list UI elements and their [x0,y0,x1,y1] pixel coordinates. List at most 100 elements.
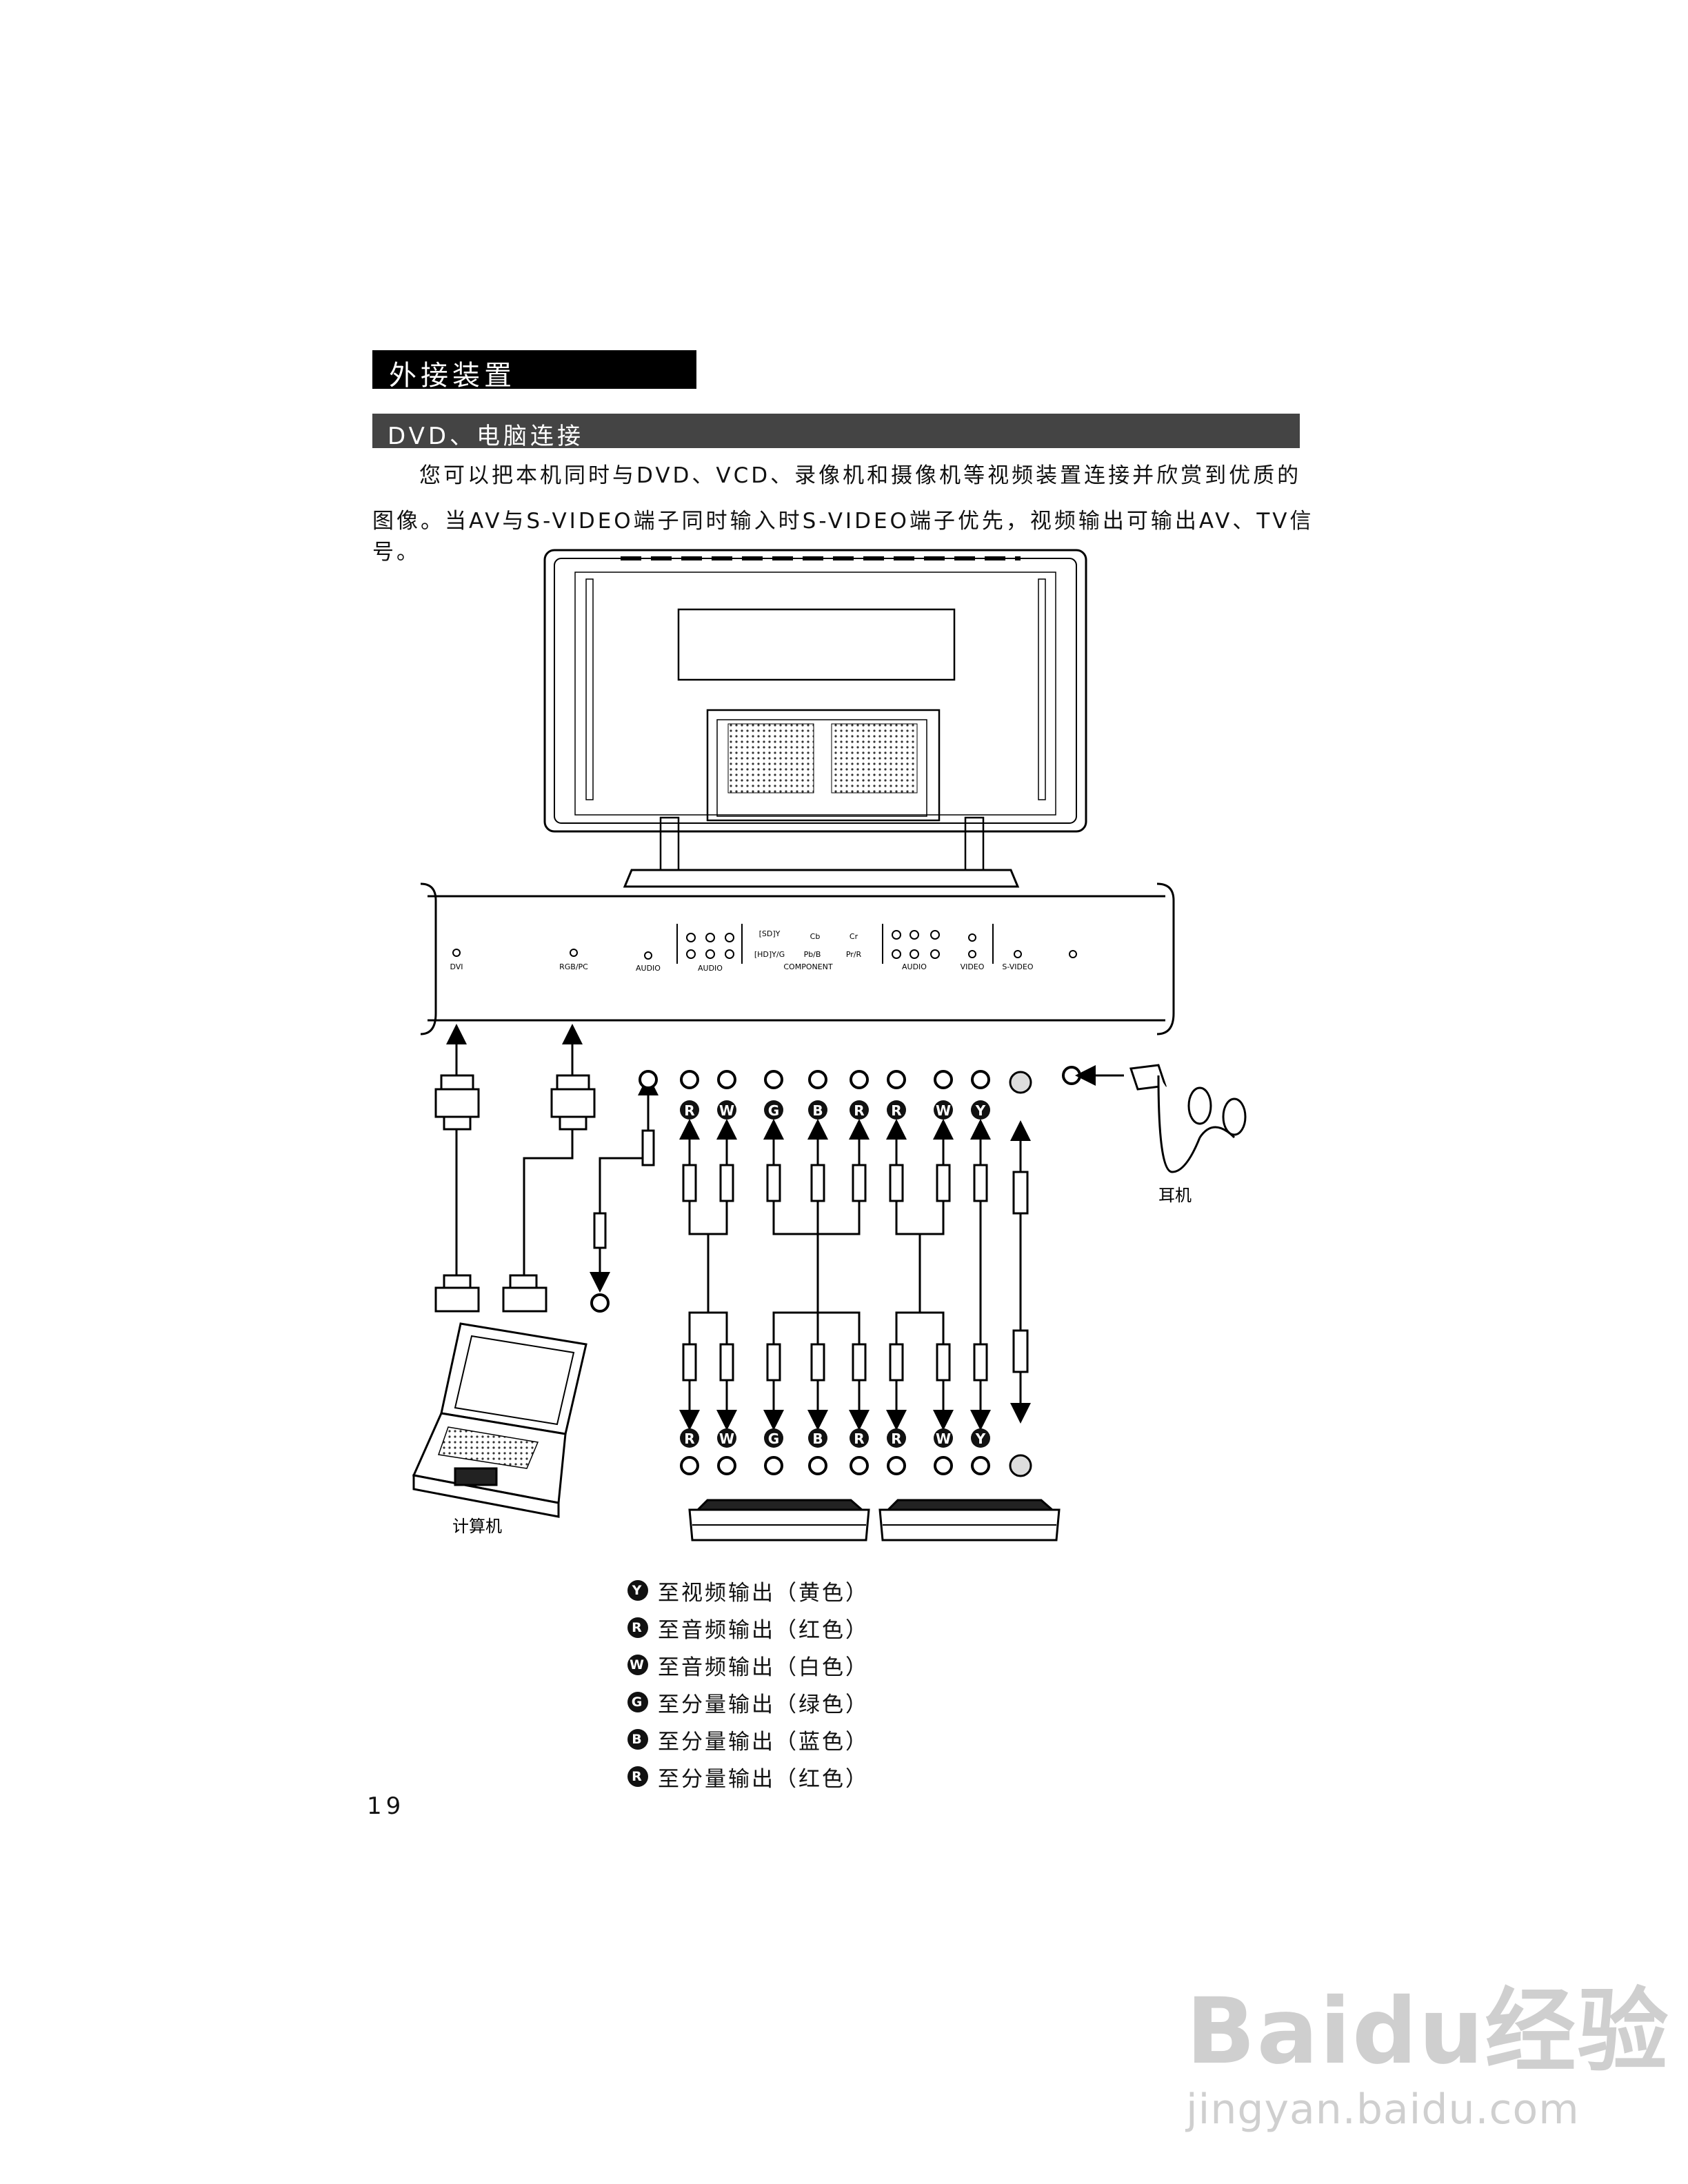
panel-label-pb-b: Pb/B [804,950,821,959]
rca-jack-top [719,1071,735,1088]
legend-badge: G [627,1692,648,1712]
rca-plug-bottom [721,1344,733,1380]
rca-jack-top [810,1071,826,1088]
panel-label-cr: Cr [850,932,858,941]
rca-jack-bottom [972,1457,989,1474]
connector-panel: DVI RGB/PC AUDIO AUDIO [SD]Y Cb Cr [HD]Y… [421,884,1174,1034]
audio-jack-bottom [592,1295,608,1311]
headphones-illustration [1063,1065,1245,1172]
rca-plug-bottom [937,1344,950,1380]
jack-letter-top: B [812,1102,823,1119]
rca-jack-bottom [810,1457,826,1474]
rca-plug-top [683,1165,696,1201]
rca-plug-bottom [767,1344,780,1380]
legend-row: R 至音频输出（红色） [627,1609,869,1646]
panel-label-sd-y: [SD]Y [759,929,781,938]
legend-row: G 至分量输出（绿色） [627,1684,869,1721]
rca-plug-top [974,1165,987,1201]
rca-jack-top [681,1071,698,1088]
legend-text: 至分量输出（绿色） [658,1687,869,1718]
panel-label-video: VIDEO [961,962,985,971]
panel-label-rgb-pc: RGB/PC [559,962,588,971]
jack-letter-bottom: R [854,1430,864,1447]
rca-jack-top [935,1071,952,1088]
legend-text: 至音频输出（白色） [658,1650,869,1681]
watermark-brand: Baidu经验 [1186,1958,1669,2090]
legend-badge: Y [627,1580,648,1601]
rca-plug-top [721,1165,733,1201]
headphones-label: 耳机 [1158,1186,1192,1205]
rca-jack-bottom [719,1457,735,1474]
rca-plug-top [853,1165,865,1201]
jack-letter-top: R [854,1102,864,1119]
legend-row: R 至分量输出（红色） [627,1758,869,1795]
legend-row: Y 至视频输出（黄色） [627,1572,869,1609]
panel-label-audio-2: AUDIO [698,964,723,973]
legend-text: 至视频输出（黄色） [658,1575,869,1606]
rca-plug-bottom [683,1344,696,1380]
rca-jack-top [888,1071,905,1088]
legend-row: B 至分量输出（蓝色） [627,1721,869,1758]
rca-plug-bottom [974,1344,987,1380]
jack-letter-top: R [891,1102,901,1119]
jack-letter-top: Y [975,1102,986,1119]
rca-jack-bottom [888,1457,905,1474]
jack-letter-top: W [936,1102,951,1119]
rca-jack-bottom [935,1457,952,1474]
legend-row: W 至音频输出（白色） [627,1646,869,1684]
jack-letter-bottom: R [684,1430,694,1447]
panel-label-pr-r: Pr/R [846,950,862,959]
legend-badge: W [627,1655,648,1675]
rca-plug-top [812,1165,824,1201]
jack-letter-top: R [684,1102,694,1119]
rca-plug-top [937,1165,950,1201]
page-number: 19 [367,1792,405,1820]
rca-plug-top [767,1165,780,1201]
pc-cables [436,1034,654,1311]
color-legend: Y 至视频输出（黄色） R 至音频输出（红色） W 至音频输出（白色） G 至分量输出（绿色）… [627,1572,869,1795]
svideo-cable [1010,1072,1031,1476]
rca-jack-bottom [681,1457,698,1474]
rca-plug-top [890,1165,903,1201]
jack-letter-top: G [768,1102,779,1119]
jack-letter-bottom: W [936,1430,951,1447]
rca-jack-bottom [851,1457,867,1474]
rca-cable-bundle [896,1201,943,1344]
jack-letter-bottom: R [891,1430,901,1447]
legend-text: 至音频输出（红色） [658,1612,869,1644]
panel-label-dvi: DVI [450,962,463,971]
legend-text: 至分量输出（红色） [658,1761,869,1792]
panel-label-audio-3: AUDIO [902,962,927,971]
panel-label-audio-1: AUDIO [636,964,661,973]
rca-jack-top [765,1071,782,1088]
rca-jack-bottom [765,1457,782,1474]
panel-label-svideo: S-VIDEO [1002,962,1033,971]
legend-badge: R [627,1766,648,1787]
legend-badge: R [627,1617,648,1638]
panel-label-component: COMPONENT [783,962,833,971]
jack-letter-top: W [719,1102,734,1119]
laptop-illustration [414,1324,586,1517]
computer-label: 计算机 [452,1517,502,1536]
rca-jack-top [851,1071,867,1088]
panel-label-cb: Cb [810,932,821,941]
jack-letter-bottom: B [812,1430,823,1447]
watermark-url: jingyan.baidu.com [1186,2085,1669,2134]
rca-plug-bottom [812,1344,824,1380]
rca-cable-bundle [774,1201,859,1344]
legend-badge: B [627,1729,648,1750]
rca-cable-bundle [690,1201,727,1344]
legend-text: 至分量输出（蓝色） [658,1724,869,1755]
jack-letter-bottom: Y [975,1430,986,1447]
tv-rear-view [545,550,1086,887]
rca-cables: R R W W G G B B R R R R W W Y Y [680,1071,990,1474]
rca-plug-bottom [890,1344,903,1380]
dvd-players [690,1500,1059,1540]
audio-jack-top [640,1071,656,1088]
jack-letter-bottom: G [768,1430,779,1447]
jack-letter-bottom: W [719,1430,734,1447]
watermark: Baidu经验 jingyan.baidu.com [1186,1958,1669,2134]
panel-label-hd-y-g: [HD]Y/G [754,950,785,959]
rca-jack-top [972,1071,989,1088]
